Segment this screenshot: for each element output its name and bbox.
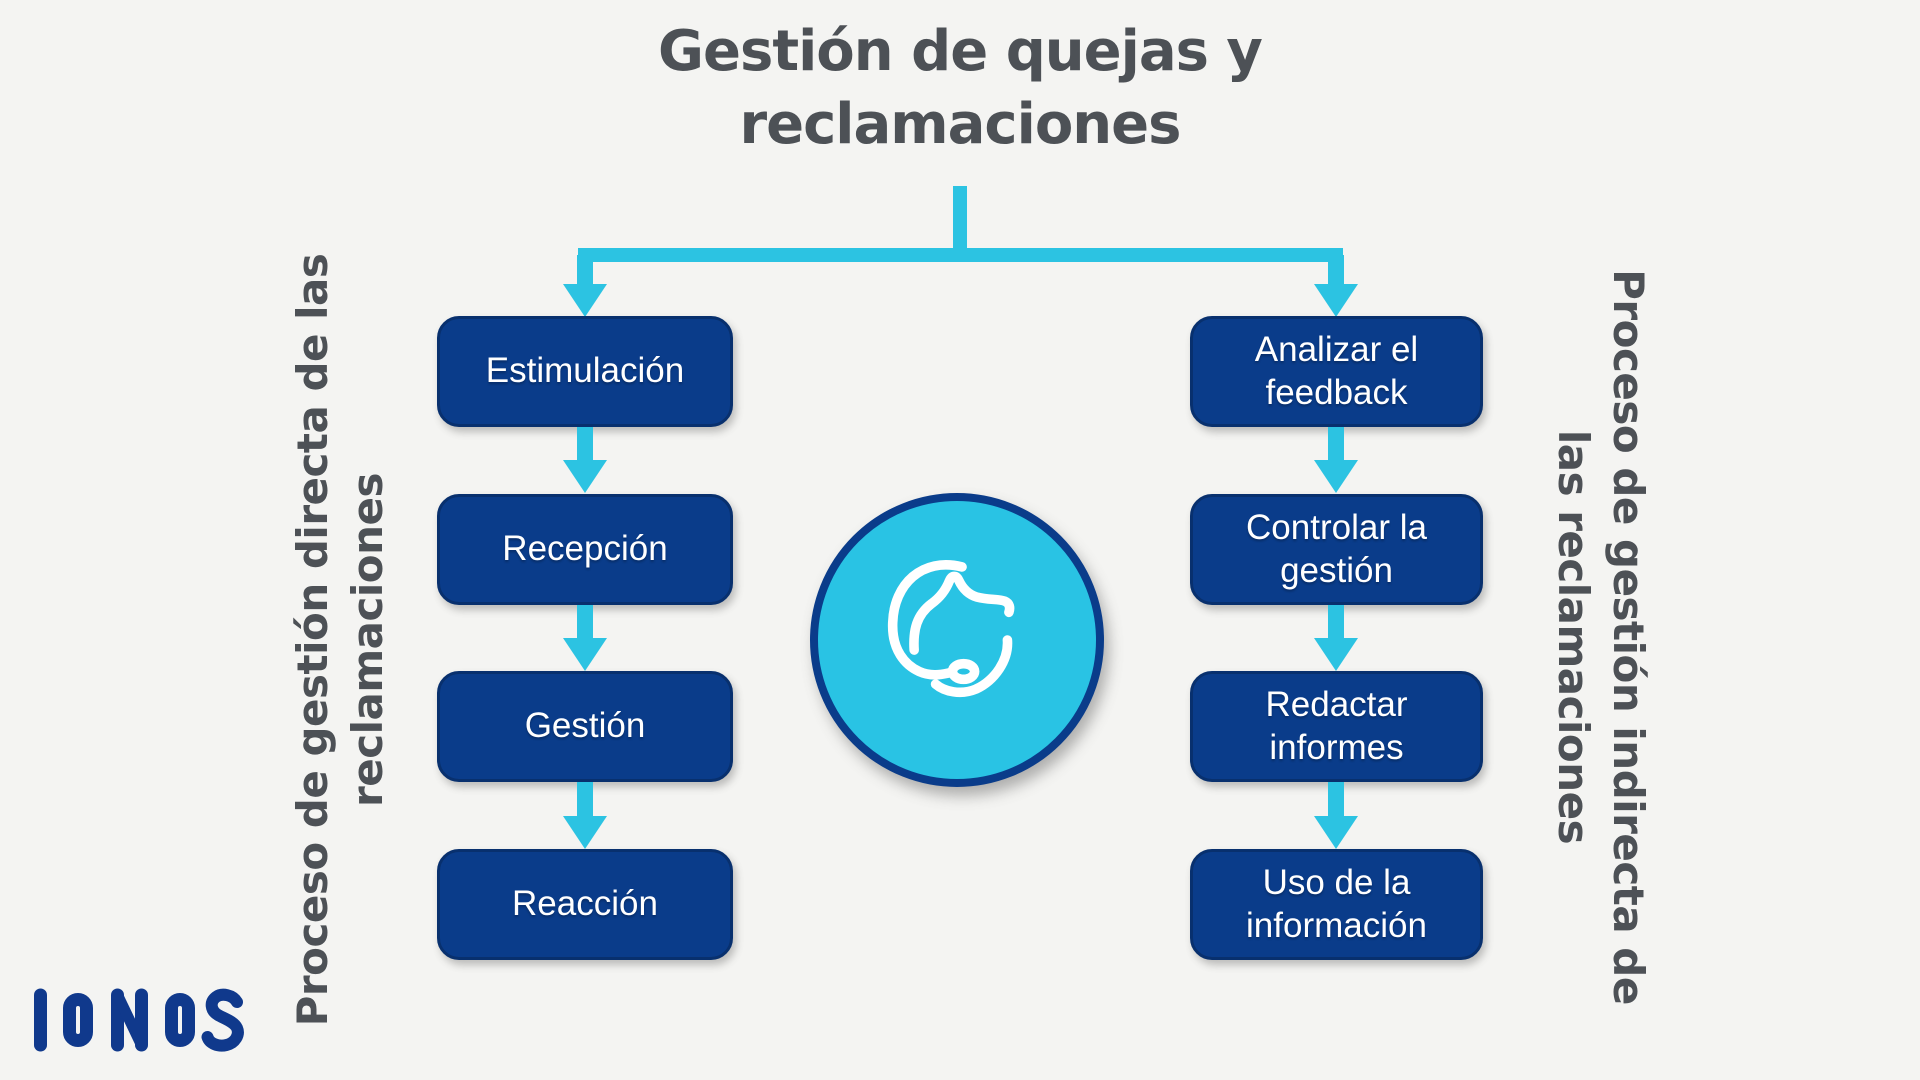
customer-support-badge bbox=[810, 493, 1104, 787]
process-step-gestion: Gestión bbox=[437, 671, 733, 782]
connector-stem bbox=[1328, 427, 1344, 463]
process-step-recepcion: Recepción bbox=[437, 494, 733, 605]
process-step-label: Uso de la información bbox=[1246, 862, 1427, 945]
process-step-label: Recepción bbox=[502, 529, 668, 569]
process-step-label: Controlar la gestión bbox=[1246, 507, 1427, 590]
process-step-estimulacion: Estimulación bbox=[437, 316, 733, 427]
process-step-label: Reacción bbox=[512, 884, 658, 924]
ionos-logo: IONOS bbox=[33, 986, 245, 1054]
process-step-analizar-feedback: Analizar el feedback bbox=[1190, 316, 1483, 427]
arrow-down-icon bbox=[563, 460, 607, 493]
customer-support-headset-icon bbox=[887, 560, 1015, 698]
process-step-uso-informacion: Uso de la información bbox=[1190, 849, 1483, 960]
connector-stem bbox=[577, 782, 593, 818]
connector-title-stem bbox=[953, 186, 967, 256]
arrow-down-icon bbox=[563, 816, 607, 849]
connector-stem bbox=[1328, 782, 1344, 818]
connector-stem bbox=[577, 427, 593, 463]
process-step-label: Gestión bbox=[524, 706, 646, 746]
connector-right-drop bbox=[1328, 255, 1344, 289]
left-process-label: Proceso de gestión directa de las reclam… bbox=[288, 253, 392, 1027]
ionos-logo-icon bbox=[34, 988, 244, 1052]
process-step-label: Estimulación bbox=[485, 351, 685, 391]
process-step-controlar-gestion: Controlar la gestión bbox=[1190, 494, 1483, 605]
arrow-down-icon bbox=[1314, 816, 1358, 849]
process-step-label: Redactar informes bbox=[1265, 684, 1408, 767]
connector-horizontal-bar bbox=[578, 248, 1343, 262]
process-step-redactar-informes: Redactar informes bbox=[1190, 671, 1483, 782]
connector-stem bbox=[577, 605, 593, 641]
diagram-title: Gestión de quejas y reclamaciones bbox=[658, 19, 1263, 157]
arrow-down-icon bbox=[563, 638, 607, 671]
connector-left-drop bbox=[577, 255, 593, 289]
process-step-label: Analizar el feedback bbox=[1254, 329, 1419, 412]
arrow-down-icon bbox=[563, 284, 607, 317]
process-step-reaccion: Reacción bbox=[437, 849, 733, 960]
connector-stem bbox=[1328, 605, 1344, 641]
arrow-down-icon bbox=[1314, 284, 1358, 317]
arrow-down-icon bbox=[1314, 638, 1358, 671]
right-process-label: Proceso de gestión indirecta de las recl… bbox=[1549, 269, 1653, 1005]
arrow-down-icon bbox=[1314, 460, 1358, 493]
